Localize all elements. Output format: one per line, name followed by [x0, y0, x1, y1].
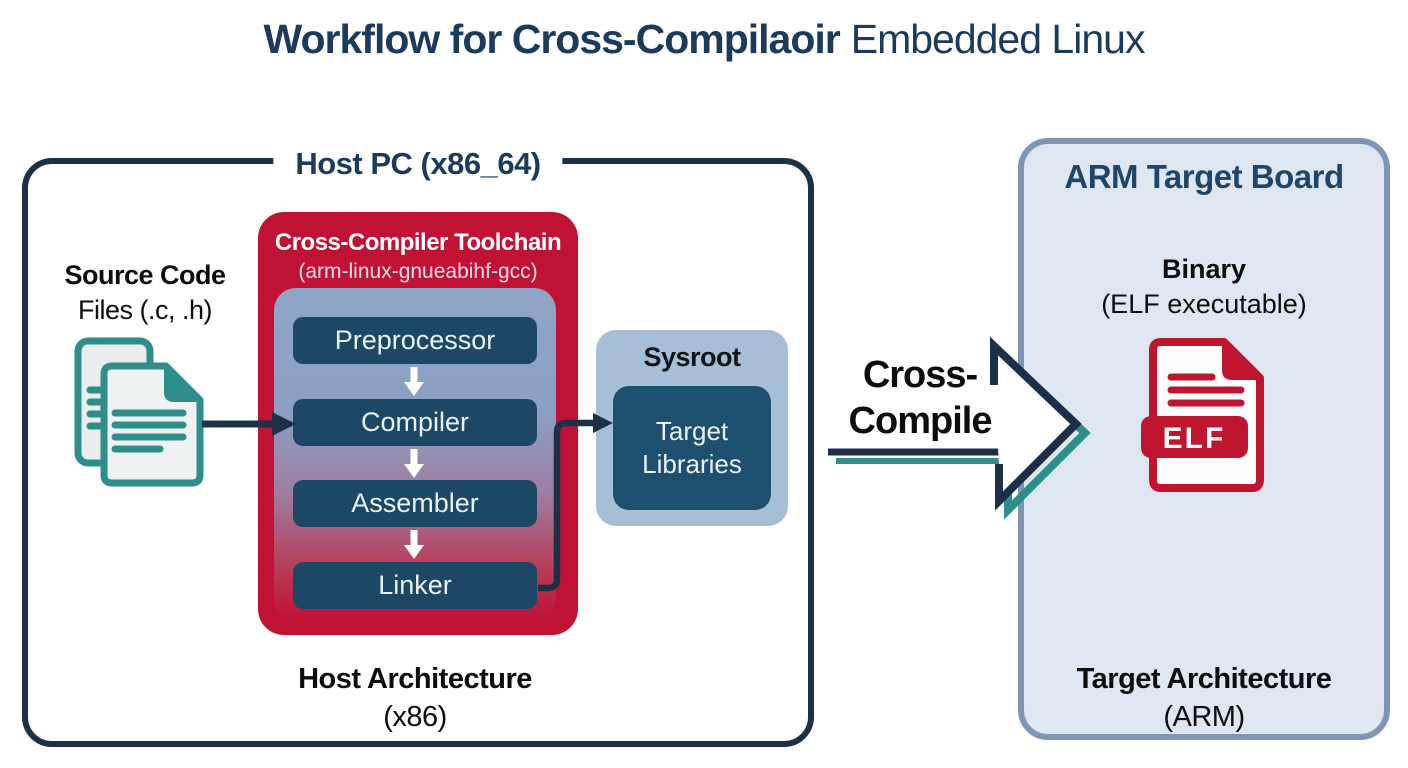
arm-target-board-title: ARM Target Board [1064, 158, 1344, 195]
source-code-label: Source Code Files (.c, .h) [40, 258, 250, 328]
sysroot-box: Sysroot Target Libraries [596, 330, 788, 526]
elf-document-lines [1167, 373, 1245, 407]
cross-compile-line1: Cross- [862, 354, 978, 396]
elf-badge-text: ELF [1163, 422, 1226, 455]
binary-subtitle: (ELF executable) [1101, 289, 1307, 319]
target-architecture-label: Target Architecture (ARM) [1024, 660, 1384, 736]
target-libraries-box: Target Libraries [613, 386, 771, 510]
stage-preprocessor: Preprocessor [293, 317, 537, 364]
stage-assembler: Assembler [293, 480, 537, 527]
page-title-emphasis: Workflow for Cross-Compilaoir [263, 16, 841, 62]
stage-linker: Linker [293, 562, 537, 609]
host-architecture-title: Host Architecture [298, 663, 532, 695]
binary-label: Binary (ELF executable) [1024, 252, 1384, 322]
elf-file-icon: ELF [1141, 338, 1264, 492]
source-code-title: Source Code [64, 260, 226, 290]
target-architecture-subtitle: (ARM) [1163, 701, 1245, 733]
host-pc-label: Host PC (x86_64) [273, 143, 563, 185]
toolchain-subtitle: (arm-linux-gnueabihf-gcc) [298, 260, 538, 283]
host-architecture-subtitle: (x86) [383, 701, 447, 733]
sysroot-title: Sysroot [643, 342, 741, 372]
front-document-lines [111, 409, 187, 453]
binary-title: Binary [1161, 254, 1247, 284]
host-architecture-label: Host Architecture (x86) [215, 660, 615, 736]
source-files-icon [74, 337, 204, 487]
elf-badge [1141, 416, 1248, 458]
arm-target-board-box: ARM Target Board Binary (ELF executable)… [1018, 138, 1390, 740]
source-code-subtitle: Files (.c, .h) [77, 295, 213, 325]
toolchain-box: Cross-Compiler Toolchain (arm-linux-gnue… [258, 212, 578, 635]
target-architecture-title: Target Architecture [1076, 663, 1332, 695]
front-document-fold [164, 364, 202, 402]
page-title-rest: Embedded Linux [850, 16, 1146, 62]
cross-compile-label: Cross- Compile [830, 352, 1010, 444]
toolchain-title: Cross-Compiler Toolchain [274, 229, 562, 256]
pipeline-panel: Preprocessor Compiler Assembler Linker [274, 288, 556, 620]
stage-compiler: Compiler [293, 399, 537, 446]
cross-compile-line2: Compile [848, 400, 993, 442]
elf-document-fold [1222, 340, 1262, 380]
